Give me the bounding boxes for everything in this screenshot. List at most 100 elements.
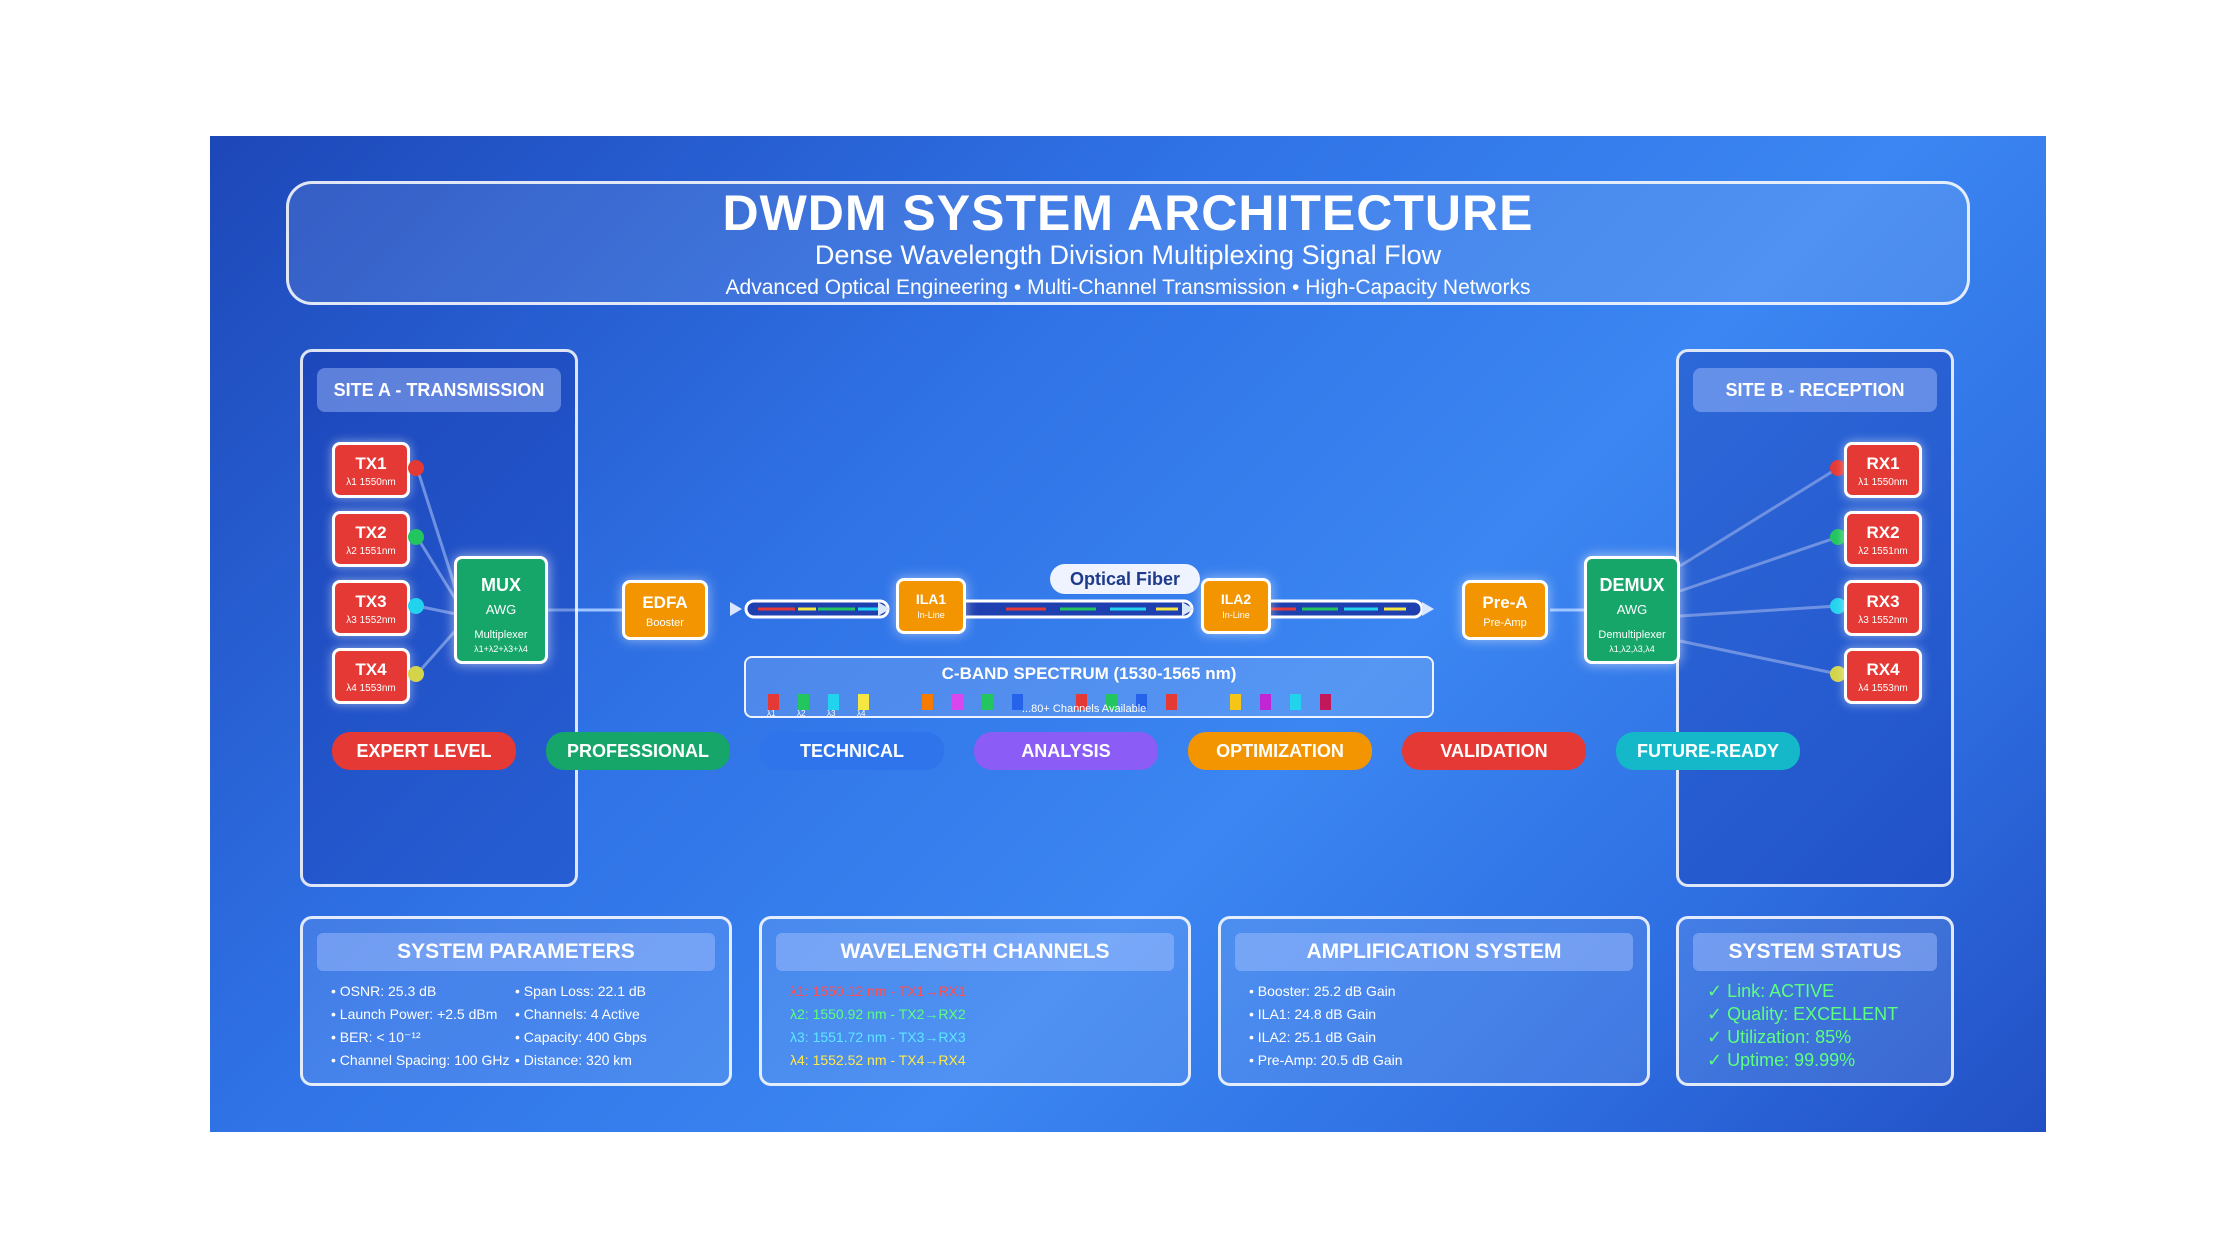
spectrum-channel-bar (952, 694, 963, 710)
tx1-box[interactable]: TX1 λ1 1550nm (332, 442, 410, 498)
demux-rx4-line (1679, 639, 1839, 676)
status-link: ✓ Link: ACTIVE (1707, 981, 1835, 1001)
spectrum-channel-bar (768, 694, 779, 710)
amp-preamp: • Pre-Amp: 20.5 dB Gain (1249, 1052, 1403, 1068)
tx3-wavelength: λ3 1552nm (346, 615, 396, 626)
channel-lambda4: λ4: 1552.52 nm - TX4→RX4 (790, 1052, 966, 1068)
spectrum-channel-bar (1230, 694, 1241, 710)
edfa-booster-box[interactable]: EDFA Booster (622, 580, 708, 640)
optical-fiber-label: Optical Fiber (1050, 564, 1200, 594)
page-title: DWDM SYSTEM ARCHITECTURE (722, 185, 1534, 241)
rx1-wavelength: λ1 1550nm (1858, 477, 1908, 488)
rx3-box[interactable]: RX3 λ3 1552nm (1844, 580, 1922, 636)
diagram-canvas: DWDM SYSTEM ARCHITECTURE Dense Wavelengt… (210, 136, 2046, 1132)
rx4-name: RX4 (1866, 660, 1900, 679)
rx2-box[interactable]: RX2 λ2 1551nm (1844, 511, 1922, 567)
pill-expert-level: EXPERT LEVEL (332, 732, 516, 770)
spectrum-lambda-label: λ2 (797, 709, 806, 718)
site-a-title: SITE A - TRANSMISSION (317, 368, 561, 412)
arrow-2-icon (878, 602, 890, 616)
param-distance: • Distance: 320 km (515, 1052, 632, 1068)
page-subtitle: Dense Wavelength Division Multiplexing S… (814, 240, 1442, 270)
wavelength-channels-title: WAVELENGTH CHANNELS (776, 933, 1174, 971)
ila2-role: In-Line (1222, 610, 1250, 620)
tx3-box[interactable]: TX3 λ3 1552nm (332, 580, 410, 636)
spectrum-channel-bar (982, 694, 993, 710)
channel-lambda3: λ3: 1551.72 nm - TX3→RX3 (790, 1029, 966, 1045)
status-utilization: ✓ Utilization: 85% (1707, 1027, 1852, 1047)
spectrum-channel-bar (922, 694, 933, 710)
edfa-role: Booster (646, 617, 684, 629)
pill-analysis: ANALYSIS (974, 732, 1158, 770)
demux-rx3-line (1679, 604, 1839, 618)
ila1-role: In-Line (917, 610, 945, 620)
tx2-name: TX2 (355, 523, 387, 542)
tx2-box[interactable]: TX2 λ2 1551nm (332, 511, 410, 567)
arrow-3-icon (1182, 602, 1194, 616)
spectrum-lambda-label: λ3 (827, 709, 836, 718)
param-channels: • Channels: 4 Active (515, 1006, 640, 1022)
rx2-name: RX2 (1866, 523, 1900, 542)
tx4-wavelength: λ4 1553nm (346, 683, 396, 694)
spectrum-channel-bar (798, 694, 809, 710)
tx4-name: TX4 (355, 660, 387, 679)
rx1-detector-dot (1830, 460, 1846, 476)
tx4-laser-dot (408, 666, 424, 682)
edfa-name: EDFA (642, 593, 688, 612)
param-launch-power: • Launch Power: +2.5 dBm (331, 1006, 498, 1022)
spectrum-channel-bar (1136, 694, 1147, 710)
tx1-laser-dot (408, 460, 424, 476)
tx2-laser-dot (408, 529, 424, 545)
ila1-box[interactable]: ILA1 In-Line (896, 578, 966, 634)
param-ber: • BER: < 10⁻¹² (331, 1029, 421, 1045)
tx1-name: TX1 (355, 454, 387, 473)
spectrum-channel-bar (1076, 694, 1087, 710)
spectrum-channel-bar (1290, 694, 1301, 710)
param-osnr: • OSNR: 25.3 dB (331, 983, 437, 999)
pill-optimization: OPTIMIZATION (1188, 732, 1372, 770)
demux-channels: λ1,λ2,λ3,λ4 (1609, 644, 1655, 654)
amplification-system-title: AMPLIFICATION SYSTEM (1235, 933, 1633, 971)
tx3-laser-dot (408, 598, 424, 614)
rx1-name: RX1 (1866, 454, 1900, 473)
mux-type: AWG (485, 602, 517, 617)
demux-rx1-line (1679, 466, 1839, 568)
page-tagline: Advanced Optical Engineering • Multi-Cha… (725, 276, 1531, 299)
rx4-detector-dot (1830, 666, 1846, 682)
spectrum-channel-bar (1166, 694, 1177, 710)
tx4-box[interactable]: TX4 λ4 1553nm (332, 648, 410, 704)
tx4-mux-line (415, 629, 458, 675)
tx2-wavelength: λ2 1551nm (346, 546, 396, 557)
spectrum-channel-bar (828, 694, 839, 710)
param-channel-spacing: • Channel Spacing: 100 GHz (331, 1052, 510, 1068)
spectrum-channel-bar (1320, 694, 1331, 710)
rx2-detector-dot (1830, 529, 1846, 545)
mux-box[interactable]: MUX AWG Multiplexer λ1+λ2+λ3+λ4 (454, 556, 548, 664)
spectrum-channel-bar (858, 694, 869, 710)
rx2-wavelength: λ2 1551nm (1858, 546, 1908, 557)
pill-future-ready: FUTURE-READY (1616, 732, 1800, 770)
amp-ila2: • ILA2: 25.1 dB Gain (1249, 1029, 1377, 1045)
mux-role: Multiplexer (474, 629, 528, 641)
ila1-name: ILA1 (915, 591, 947, 607)
rx1-box[interactable]: RX1 λ1 1550nm (1844, 442, 1922, 498)
preamp-box[interactable]: Pre-A Pre-Amp (1462, 580, 1548, 640)
rx4-wavelength: λ4 1553nm (1858, 683, 1908, 694)
pill-validation: VALIDATION (1402, 732, 1586, 770)
site-b-title: SITE B - RECEPTION (1693, 368, 1937, 412)
spectrum-note: ...80+ Channels Available (1022, 703, 1147, 715)
wavelength-channels-panel: WAVELENGTH CHANNELS λ1: 1550.12 nm - TX1… (759, 916, 1191, 1086)
demux-box[interactable]: DEMUX AWG Demultiplexer λ1,λ2,λ3,λ4 (1584, 556, 1680, 664)
preamp-name: Pre-A (1482, 593, 1528, 612)
arrow-1-icon (730, 602, 742, 616)
channel-lambda1: λ1: 1550.12 nm - TX1→RX1 (790, 983, 966, 999)
rx4-box[interactable]: RX4 λ4 1553nm (1844, 648, 1922, 704)
ila2-box[interactable]: ILA2 In-Line (1201, 578, 1271, 634)
spectrum-lambda-label: λ4 (857, 709, 866, 718)
status-uptime: ✓ Uptime: 99.99% (1707, 1050, 1856, 1070)
system-status-panel: SYSTEM STATUS ✓ Link: ACTIVE ✓ Quality: … (1676, 916, 1954, 1086)
spectrum-channel-bar (1106, 694, 1117, 710)
pill-professional: PROFESSIONAL (546, 732, 730, 770)
demux-rx2-line (1679, 535, 1839, 593)
